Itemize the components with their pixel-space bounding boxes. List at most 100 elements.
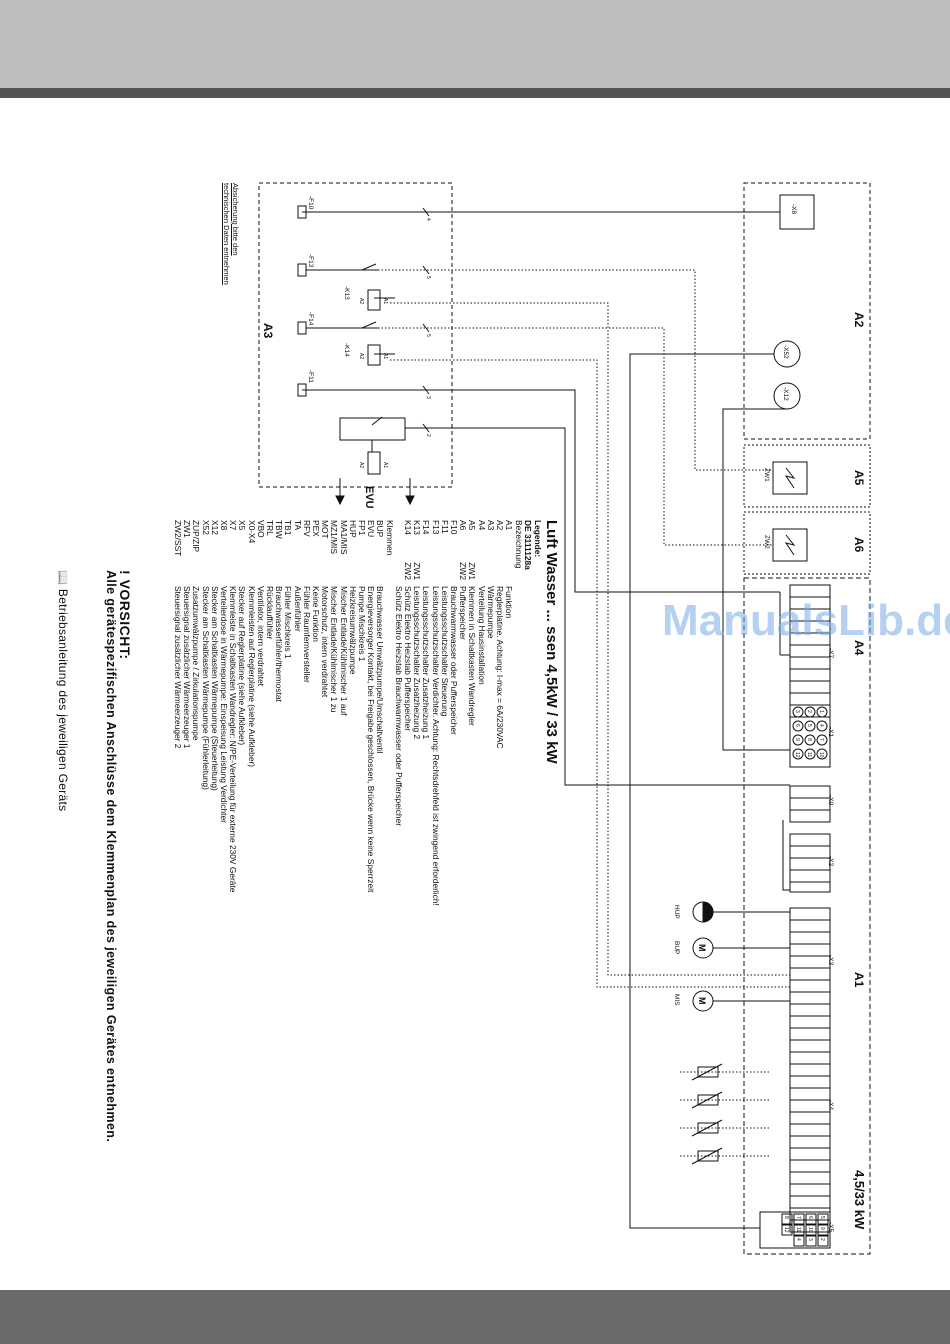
manual-reference-text: Betriebsanleitung des jeweiligen Geräts: [56, 588, 70, 812]
x2-dividers: [790, 845, 830, 883]
legend-desc-cell: Mischer Entlade/Kühlmischer 1 zu: [329, 585, 340, 713]
label-a3: A3: [261, 323, 275, 339]
module-a1-frame: [743, 577, 871, 1255]
legend-zw-cell: [504, 562, 513, 586]
x1-pin-label: 11: [806, 752, 812, 757]
zw2-symbol: [784, 534, 796, 556]
legend-desc-cell: Mischer Entlade/Kühlmischer 1 auf: [338, 585, 349, 716]
legend-code-cell: Klemmen: [384, 520, 395, 556]
pump-hup-fill: [702, 901, 714, 923]
legend-desc-cell: Brauchwasser Umwälzpumpe/Umschaltventil: [375, 585, 386, 754]
legend-desc-cell: Stecker am Schaltkasten Wärmepumpe (Fühl…: [200, 585, 211, 790]
x5-pin: [805, 1213, 817, 1225]
legend-desc-cell: Klemmleiste in Schaltkasten Wandregler: …: [228, 585, 239, 893]
zw2-box: [772, 528, 808, 562]
warning-text: Alle gerätespezifischen Anschlüsse dem K…: [104, 570, 118, 1143]
legend-zw-cell: [329, 562, 338, 586]
legend: Luft Wasser ... ssen 4,5kW / 33 kW Legen…: [173, 520, 560, 912]
legend-code-cell: EVU: [366, 520, 377, 538]
x1-pin-label: 6: [794, 724, 800, 727]
x1-pin-label: 1: [818, 710, 824, 713]
legend-title: Luft Wasser ... ssen 4,5kW / 33 kW: [543, 520, 560, 764]
sensor-symbols: [691, 1063, 723, 1165]
count-w5a: 5: [425, 276, 431, 279]
legend-desc-cell: Schütz Elektro Heizstab Brauchwarmwasser…: [393, 585, 404, 827]
legend-code-cell: ZW2/SST: [172, 520, 183, 557]
x5-pin-label: 8: [783, 1216, 789, 1219]
wire-x52: [629, 353, 774, 1229]
count-w2: 2: [425, 434, 431, 437]
legend-code-cell: K14: [402, 520, 413, 535]
legend-code-cell: A1: [504, 520, 515, 531]
fuse-note-line-1: Absicherung bitte den: [231, 183, 240, 256]
label-a1: A1: [852, 972, 866, 988]
legend-zw-cell: [338, 562, 347, 586]
x5-pin: [805, 1224, 817, 1236]
evu-contact-box: [339, 417, 406, 441]
label-mis: MIS: [673, 994, 680, 1006]
terminal-strip-x3: [789, 907, 831, 1041]
legend-code-cell: A3: [485, 520, 496, 531]
label-k14: -K14: [343, 343, 350, 357]
legend-desc-cell: Fühler Raumfernversteller: [301, 585, 312, 683]
legend-code-cell: A5: [467, 520, 478, 531]
wire-fuse-bus: [306, 269, 378, 329]
legend-desc-cell: Brauchwasserfühler/thermostat: [274, 585, 285, 702]
header-strip: [0, 88, 950, 98]
legend-zw-cell: [311, 562, 320, 586]
legend-code-cell: X7: [228, 520, 239, 531]
legend-zw-cell: [384, 562, 393, 586]
count-w4: 4: [425, 218, 431, 221]
relay-k14-coil: [367, 344, 381, 366]
legend-desc-cell: Außenfühler: [292, 585, 303, 632]
legend-zw-cell: [246, 562, 255, 586]
legend-zw-cell: [421, 562, 430, 586]
terminal-strip-x4: [789, 1039, 831, 1233]
x5-pin: [817, 1235, 829, 1247]
zw1-box: [772, 461, 808, 495]
legend-zw-cell: [283, 562, 292, 586]
label-k13: -K13: [343, 286, 350, 300]
label-bup: BUP: [673, 941, 680, 954]
x5-pin: [793, 1224, 805, 1236]
watermark: ManualsLib.de: [662, 596, 950, 645]
evu-arrows: [335, 495, 415, 506]
x1-pin-label: 10: [818, 752, 824, 758]
label-x7: -X7: [827, 648, 834, 659]
wire-sensors: [680, 1071, 770, 1157]
legend-zw-cell: [357, 562, 366, 586]
legend-zw-cell: ZW1: [467, 562, 478, 580]
legend-zw-cell: [173, 562, 182, 586]
legend-zw-cell: ZW2: [458, 562, 469, 580]
x0-dividers: [790, 797, 830, 811]
legend-code-cell: F14: [421, 520, 432, 535]
evu-coil: [367, 451, 381, 475]
zw1-symbol: [784, 467, 796, 489]
legend-code-cell: A4: [476, 520, 487, 531]
legend-desc-cell: Rücklauffühler: [264, 585, 275, 640]
x1-pin: [792, 734, 804, 746]
legend-zw-cell: [375, 562, 384, 586]
motor-bup-letter: M: [697, 944, 707, 952]
pump-wires: [713, 911, 790, 1002]
x1-pin-label: 8: [806, 738, 812, 741]
count-w3: 3: [425, 396, 431, 399]
legend-code-cell: A6: [458, 520, 469, 531]
x1-pin-label: 12: [794, 752, 800, 758]
